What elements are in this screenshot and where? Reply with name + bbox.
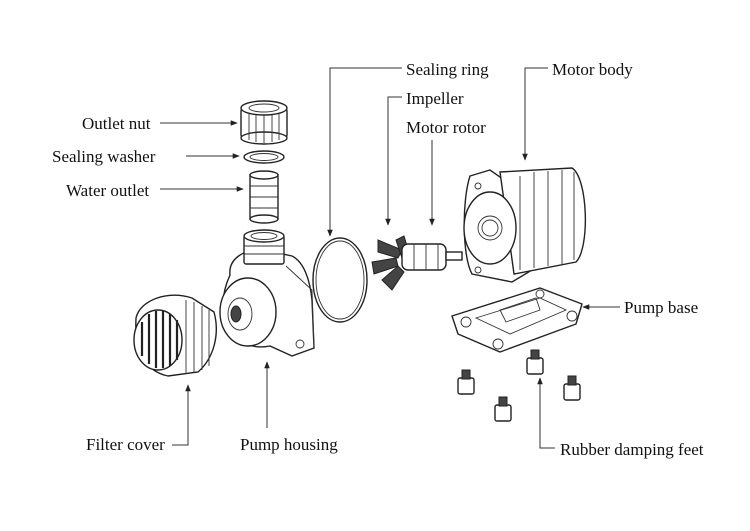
outlet-nut-part <box>240 100 288 145</box>
label-motor-rotor: Motor rotor <box>406 118 486 137</box>
rubber-damping-feet-part <box>457 349 581 422</box>
label-impeller: Impeller <box>406 89 464 108</box>
label-motor-body: Motor body <box>552 60 633 79</box>
water-outlet-part <box>249 170 279 224</box>
damping-foot-2 <box>494 396 512 422</box>
label-sealing-washer: Sealing washer <box>52 147 156 166</box>
damping-foot-3 <box>526 349 544 375</box>
damping-foot-4 <box>563 375 581 401</box>
pump-housing-part <box>219 229 315 357</box>
impeller-rotor-part <box>371 235 463 291</box>
leader-motor-body <box>522 67 548 161</box>
label-outlet-nut: Outlet nut <box>82 114 151 133</box>
sealing-ring-part <box>312 237 368 323</box>
pump-base-part <box>451 287 583 353</box>
leader-sealing-ring <box>327 67 402 237</box>
label-rubber-damping-feet: Rubber damping feet <box>560 440 704 459</box>
leader-lines <box>160 67 620 449</box>
filter-cover-part <box>133 294 217 377</box>
leader-filter-cover <box>172 384 191 446</box>
label-filter-cover: Filter cover <box>86 435 165 454</box>
label-pump-base: Pump base <box>624 298 698 317</box>
label-sealing-ring: Sealing ring <box>406 60 489 79</box>
label-water-outlet: Water outlet <box>66 181 149 200</box>
sealing-washer-part <box>243 150 285 164</box>
label-pump-housing: Pump housing <box>240 435 338 454</box>
leader-rubber-damping-feet <box>537 377 555 449</box>
damping-foot-1 <box>457 369 475 395</box>
leader-impeller <box>385 96 402 226</box>
motor-body-part <box>463 167 587 283</box>
